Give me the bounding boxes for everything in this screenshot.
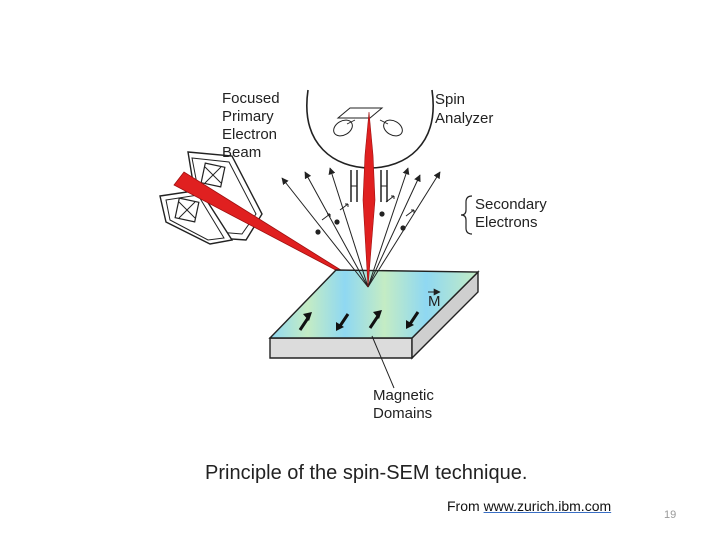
spin-analyzer: [306, 89, 434, 202]
secondary-brace: [460, 195, 473, 235]
domain-arrows: [298, 310, 420, 331]
source-link[interactable]: www.zurich.ibm.com: [483, 498, 612, 514]
secondary-label: Secondary Electrons: [475, 196, 551, 231]
source-credit: From www.zurich.ibm.com: [447, 498, 611, 514]
domains-pointer: [371, 335, 395, 389]
domains-label: Magnetic Domains: [373, 387, 438, 422]
magnetization-label: M: [428, 293, 441, 310]
beam-label: Focused Primary Electron Beam: [222, 90, 284, 161]
analyzer-beam: [362, 111, 376, 288]
secondary-electrons: [315, 195, 415, 235]
figure-caption: Principle of the spin-SEM technique.: [205, 462, 528, 484]
slide-number: 19: [664, 509, 677, 521]
sample-block: [268, 269, 480, 360]
primary-beam: [173, 171, 369, 288]
source-prefix: From: [447, 498, 484, 514]
analyzer-label: Spin Analyzer: [435, 91, 493, 127]
secondary-electron-paths: [281, 167, 441, 288]
